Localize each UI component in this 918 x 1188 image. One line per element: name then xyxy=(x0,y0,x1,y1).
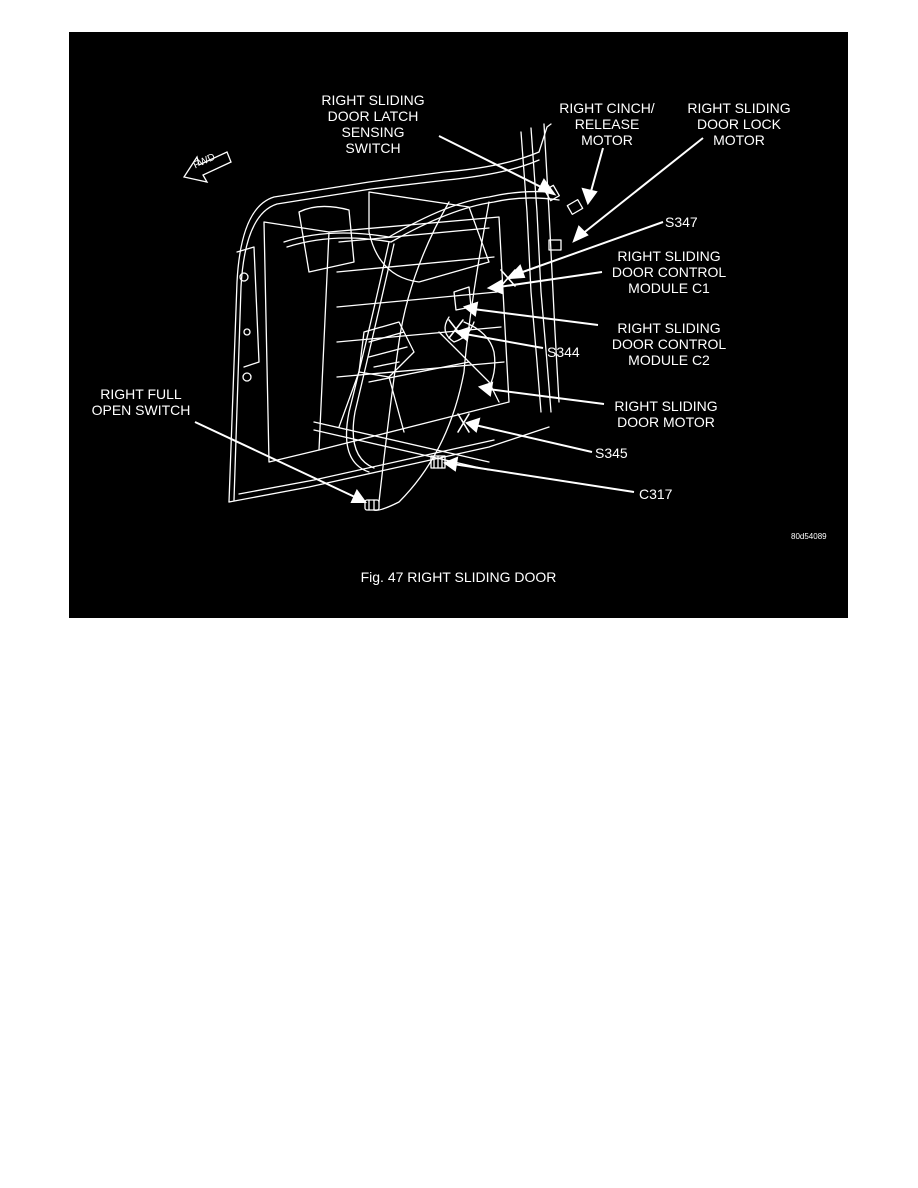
door-rear-edge xyxy=(520,131,542,413)
leader-c317 xyxy=(452,463,635,493)
label-module-c2: RIGHT SLIDING DOOR CONTROL MODULE C2 xyxy=(611,320,727,368)
splice-x-s345 xyxy=(457,413,470,433)
label-cinch-motor: RIGHT CINCH/ RELEASE MOTOR xyxy=(559,100,655,148)
label-lock-motor: RIGHT SLIDING DOOR LOCK MOTOR xyxy=(687,100,791,148)
label-c317: C317 xyxy=(639,486,673,502)
door-sill xyxy=(228,426,550,503)
leader-s344 xyxy=(464,333,544,349)
leader-module-c1 xyxy=(498,271,603,288)
label-door-motor: RIGHT SLIDING DOOR MOTOR xyxy=(614,398,718,430)
inner-panel xyxy=(263,221,330,463)
leader-full-open-switch xyxy=(194,421,358,499)
wiring-diagram-figure: RIGHT SLIDING DOOR LATCH SENSING SWITCH … xyxy=(69,32,848,618)
leader-s345 xyxy=(474,424,593,453)
leader-s347 xyxy=(516,221,664,275)
leader-latch-switch xyxy=(438,135,548,191)
figure-ref-code: 80d54089 xyxy=(791,532,827,541)
leader-module-c2 xyxy=(472,308,599,326)
label-s345: S345 xyxy=(595,445,628,461)
door-outer-frame xyxy=(228,123,552,503)
door-motor-assembly xyxy=(358,321,415,378)
full-open-switch xyxy=(364,499,380,511)
leader-door-motor xyxy=(487,388,605,405)
leader-lock-motor xyxy=(580,137,704,236)
door-illustration xyxy=(182,123,704,511)
figure-caption: Fig. 47 RIGHT SLIDING DOOR xyxy=(360,569,557,585)
label-module-c1: RIGHT SLIDING DOOR CONTROL MODULE C1 xyxy=(611,248,727,296)
label-latch-switch: RIGHT SLIDING DOOR LATCH SENSING SWITCH xyxy=(321,92,425,156)
fwd-arrow-icon xyxy=(182,151,232,183)
wire-harness xyxy=(283,190,550,243)
leader-cinch-motor xyxy=(589,147,604,196)
label-full-open-switch: RIGHT FULL OPEN SWITCH xyxy=(91,386,191,418)
label-s344: S344 xyxy=(547,344,580,360)
label-s347: S347 xyxy=(665,214,698,230)
